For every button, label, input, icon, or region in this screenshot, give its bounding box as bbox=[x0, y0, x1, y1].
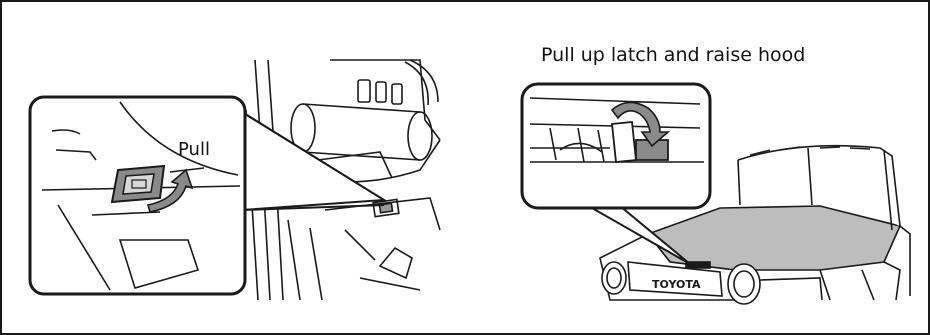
hood-release-lever bbox=[112, 166, 164, 202]
latch-lever bbox=[612, 122, 636, 162]
pull-label: Pull bbox=[178, 139, 210, 160]
raise-hood-label: Pull up latch and raise hood bbox=[541, 44, 805, 66]
callout-pointer-left bbox=[242, 112, 384, 210]
lever-zoom-inset bbox=[30, 97, 245, 294]
latch-zoom-inset bbox=[522, 84, 710, 208]
grille-badge: TOYOTA bbox=[652, 278, 701, 291]
